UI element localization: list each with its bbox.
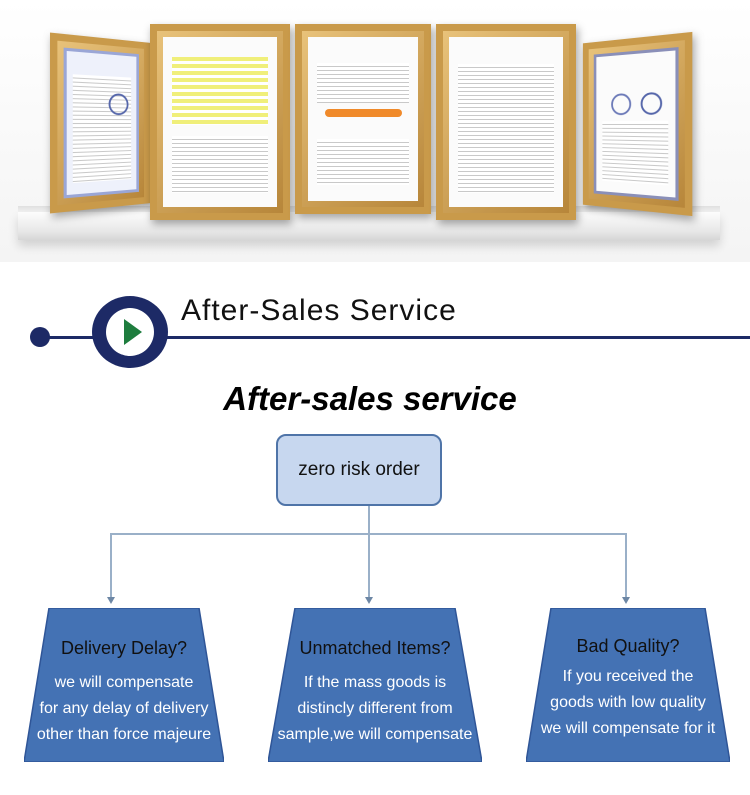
root-node: zero risk order — [276, 434, 442, 506]
branch-shape — [24, 608, 224, 762]
branch-body: If the mass goods is distincly different… — [268, 670, 482, 748]
connector-right — [625, 533, 627, 597]
branch-title: Bad Quality? — [576, 636, 680, 656]
branch-line: sample,we will compensate — [277, 726, 473, 743]
branch-line: we will compensate — [54, 674, 194, 691]
branch-line: goods with low quality — [550, 694, 706, 711]
branch-line: If the mass goods is — [303, 674, 447, 691]
arrow-left — [107, 597, 115, 604]
branch-title: Delivery Delay? — [60, 638, 188, 658]
shelf — [18, 212, 720, 240]
certificate-frame-1 — [49, 32, 150, 214]
certificate-frame-2 — [150, 24, 290, 220]
connector-trunk — [368, 506, 370, 534]
diagram-heading: After-sales service — [223, 380, 517, 417]
branch-shape — [268, 608, 482, 762]
arrow-right — [622, 597, 630, 604]
certificate-frame-4 — [436, 24, 576, 220]
branch-node-quality: Bad Quality? If you received the goods w… — [526, 608, 730, 762]
section-title: After-Sales Service — [181, 294, 457, 327]
branch-title: Unmatched Items? — [299, 638, 451, 658]
connector-mid — [368, 533, 370, 597]
branch-line: distincly different from — [297, 700, 453, 717]
play-icon — [124, 319, 142, 345]
branch-body: we will compensate for any delay of deli… — [24, 670, 224, 748]
certificate-frame-5 — [582, 31, 693, 217]
section-divider-line — [38, 336, 750, 339]
branch-node-unmatched: Unmatched Items? If the mass goods is di… — [268, 608, 482, 762]
certificate-frame-3 — [295, 24, 431, 214]
branch-body: If you received the goods with low quali… — [526, 664, 730, 742]
section-divider-dot — [30, 327, 50, 347]
connector-left — [110, 533, 112, 597]
branch-line: for any delay of delivery — [39, 700, 209, 717]
certificate-shelf-image — [0, 0, 750, 262]
branch-node-delivery: Delivery Delay? we will compensate for a… — [24, 608, 224, 762]
branch-shape — [526, 608, 730, 762]
arrow-mid — [365, 597, 373, 604]
branch-line: other than force majeure — [36, 726, 212, 743]
branch-line: we will compensate for it — [540, 720, 716, 737]
branch-line: If you received the — [562, 668, 694, 685]
